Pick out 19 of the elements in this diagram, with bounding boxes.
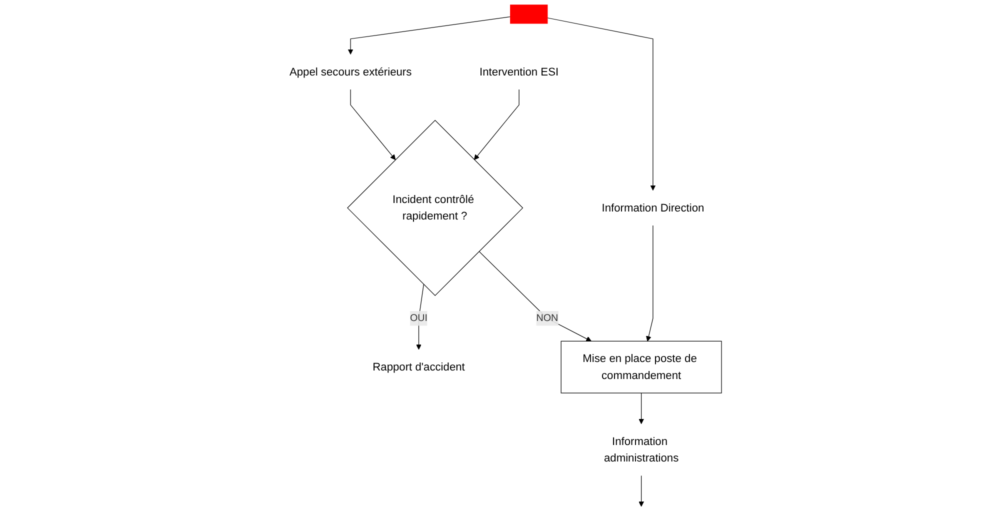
edge-label: NON bbox=[536, 312, 558, 324]
node-bar bbox=[510, 4, 548, 24]
node-box: Mise en place poste de commandement bbox=[560, 340, 722, 394]
arrow bbox=[348, 16, 511, 55]
arrow bbox=[638, 475, 644, 507]
node-text: Appel secours extérieurs bbox=[290, 65, 412, 78]
arrow bbox=[547, 18, 656, 191]
arrow bbox=[646, 225, 654, 342]
node-text: Information Direction bbox=[602, 201, 704, 214]
arrow bbox=[416, 284, 424, 350]
edge-label: OUI bbox=[410, 312, 428, 324]
node-text: Rapport d'accident bbox=[372, 360, 466, 373]
node-text: Intervention ESI bbox=[480, 65, 559, 78]
node-text: Information administrations bbox=[604, 434, 679, 464]
arrow bbox=[350, 89, 396, 160]
arrow bbox=[638, 392, 644, 424]
arrow bbox=[478, 251, 592, 342]
arrow bbox=[474, 89, 520, 160]
node-diamond: Incident contrôlé rapidement ? bbox=[347, 120, 524, 296]
